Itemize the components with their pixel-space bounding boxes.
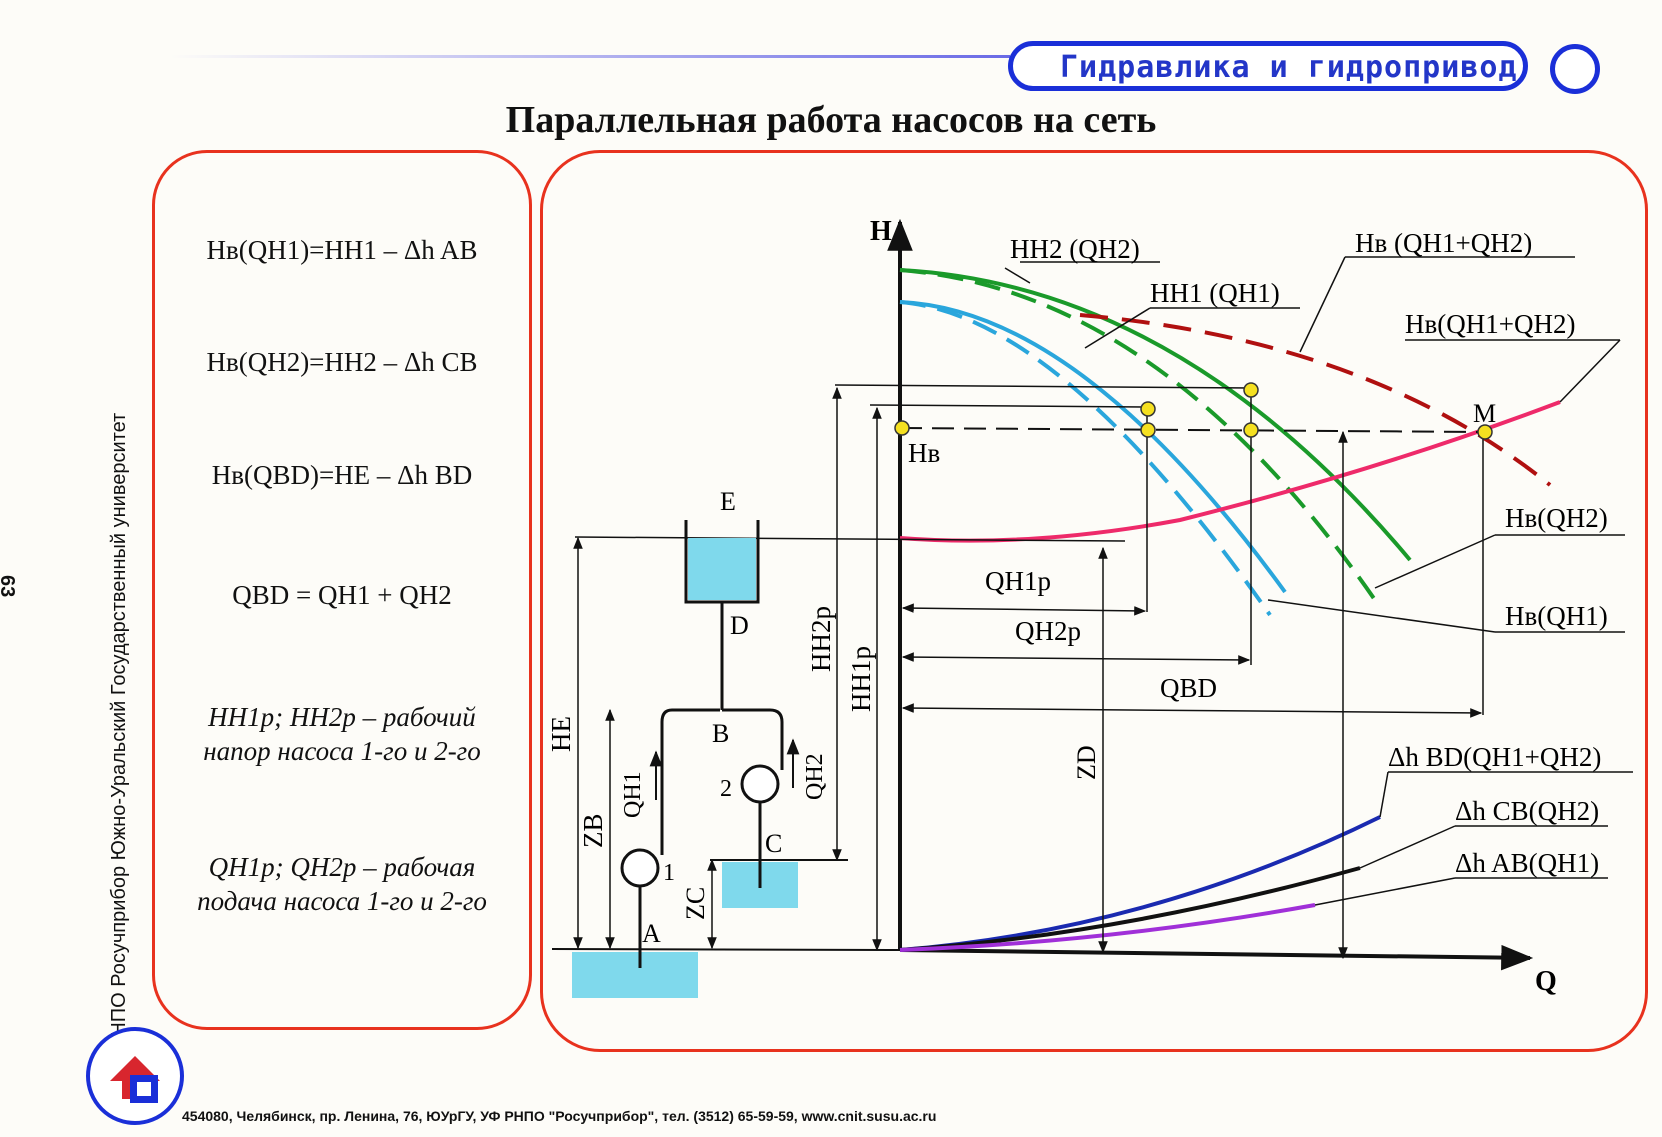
header-banner: [1008, 41, 1528, 91]
point-e-label: E: [720, 487, 736, 516]
pump-2-label: 2: [720, 776, 732, 802]
point-m: [1477, 424, 1493, 440]
q-h1-label: QH1: [620, 771, 646, 818]
curve-sum-dashed: [1079, 313, 1552, 487]
footer-address: 454080, Челябинск, пр. Ленина, 76, ЮУрГУ…: [182, 1108, 937, 1124]
pump-1-label: 1: [663, 860, 675, 886]
operating-head-line: [899, 427, 1481, 433]
loss-ab-label: Δh AB(QH1): [1455, 848, 1599, 878]
header-subject: Гидравлика и гидропривод: [1060, 50, 1518, 85]
curve-hb2-dashed: [899, 268, 1377, 602]
header-circle-ornament: [1550, 44, 1600, 94]
point-a-label: A: [642, 919, 661, 948]
curve-loss-ab: [899, 903, 1316, 952]
curve-sum-dashed-label: Hв (QH1+QH2): [1355, 228, 1532, 258]
curve-hb1-dashed: [899, 300, 1272, 617]
h-h1p-label: HH1p: [846, 646, 876, 712]
h-h2p-label: HH2p: [806, 606, 836, 672]
reservoir-a: [572, 952, 698, 998]
q-h2p-label: QH2p: [1015, 616, 1081, 646]
hb-label: Hв: [908, 438, 940, 468]
point-d-label: D: [730, 611, 749, 640]
curve-hh1-label: HH1 (QH1): [1150, 278, 1280, 308]
q-bd-label: QBD: [1160, 673, 1217, 703]
header-rule: [170, 55, 1010, 58]
pump-1: [620, 848, 660, 888]
pump-2: [740, 764, 780, 804]
q-axis: [899, 944, 1534, 971]
point-c-label: C: [765, 829, 782, 858]
curve-hh1: [899, 300, 1287, 594]
formula-hb-qh1: Hв(QH1)=HH1 – Δh AB: [206, 235, 478, 265]
z-d-label: ZD: [1072, 745, 1101, 780]
z-c-label: ZC: [681, 887, 710, 920]
formula-panel: [152, 150, 532, 1030]
curve-hh2: [899, 268, 1412, 562]
axis-q-label: Q: [1535, 966, 1557, 997]
curve-hb1-label: Hв(QH1): [1505, 601, 1608, 631]
note-working-flow: QH1p; QH2p – рабочая подача насоса 1-го …: [197, 852, 487, 916]
curve-loss-cb: [899, 866, 1361, 952]
page-title: Параллельная работа насосов на сеть: [505, 99, 1157, 141]
point-m-label: M: [1473, 399, 1496, 428]
point-b-label: B: [712, 719, 729, 748]
h-e-label: HE: [546, 716, 576, 752]
z-b-label: ZB: [578, 813, 608, 848]
note-working-head: HH1p; HH2p – рабочий напор насоса 1-го и…: [203, 702, 481, 766]
diagram-panel: [540, 150, 1648, 1052]
loss-bd-label: Δh BD(QH1+QH2): [1388, 742, 1601, 772]
curve-sum-label: Hв(QH1+QH2): [1405, 309, 1575, 339]
loss-cb-label: Δh CB(QH2): [1455, 796, 1599, 826]
curve-hb2-label: Hв(QH2): [1505, 503, 1608, 533]
axis-h-label: H: [870, 216, 892, 247]
tank-e: [688, 538, 756, 600]
point-hb: [894, 420, 910, 436]
formula-qbd-sum: QBD = QH1 + QH2: [232, 580, 452, 610]
formula-hb-qbd: Hв(QBD)=HE – Δh BD: [211, 460, 473, 490]
q-h2-label: QH2: [802, 753, 828, 800]
curve-hh2-label: HH2 (QH2): [1010, 234, 1140, 264]
formula-hb-qh2: Hв(QH2)=HH2 – Δh CB: [206, 347, 478, 377]
rnpo-logo-icon: [86, 1027, 184, 1125]
q-h1p-label: QH1p: [985, 566, 1051, 596]
